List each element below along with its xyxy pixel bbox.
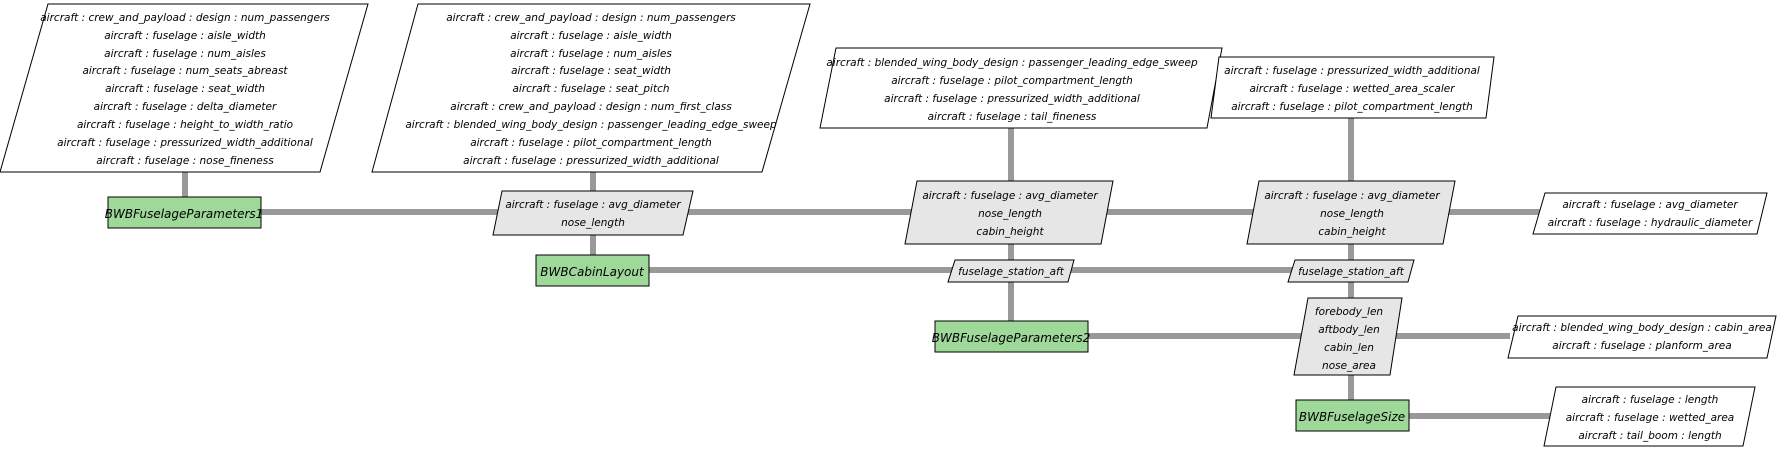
- input-line: aircraft : fuselage : delta_diameter: [94, 101, 277, 113]
- input-line: aircraft : fuselage : seat_width: [105, 83, 265, 95]
- output-size: aircraft : fuselage : length aircraft : …: [1543, 386, 1756, 447]
- coupling-line: fuselage_station_aft: [958, 266, 1065, 278]
- output-line: aircraft : fuselage : wetted_area: [1566, 412, 1735, 424]
- coupling-line: aftbody_len: [1318, 324, 1380, 336]
- coupling-line: fuselage_station_aft: [1298, 266, 1405, 278]
- input-line: aircraft : fuselage : pressurized_width_…: [57, 137, 313, 149]
- coupling-p1-out: aircraft : fuselage : avg_diameter nose_…: [492, 190, 694, 236]
- input-params2-lines: aircraft : blended_wing_body_design : pa…: [826, 57, 1198, 123]
- input-line: aircraft : fuselage : aisle_width: [104, 30, 266, 42]
- coupling-line: forebody_len: [1315, 306, 1383, 318]
- coupling-line: aircraft : fuselage : avg_diameter: [505, 199, 681, 211]
- coupling-line: nose_area: [1322, 360, 1376, 372]
- output-line: aircraft : fuselage : avg_diameter: [1562, 199, 1738, 211]
- input-line: aircraft : fuselage : pilot_compartment_…: [891, 75, 1133, 87]
- component-bwb-fuselage-size: BWBFuselageSize: [1295, 399, 1410, 432]
- coupling-line: aircraft : fuselage : avg_diameter: [922, 190, 1098, 202]
- coupling-line: nose_length: [978, 208, 1042, 220]
- input-line: aircraft : blended_wing_body_design : pa…: [826, 57, 1198, 69]
- input-line: aircraft : blended_wing_body_design : pa…: [405, 119, 777, 131]
- component-bwb-cabin-layout: BWBCabinLayout: [535, 254, 650, 287]
- output-line: aircraft : fuselage : planform_area: [1552, 340, 1731, 352]
- input-params1-lines: aircraft : crew_and_payload : design : n…: [40, 12, 330, 167]
- input-params2: aircraft : blended_wing_body_design : pa…: [819, 47, 1223, 129]
- coupling-line: cabin_height: [976, 226, 1044, 238]
- coupling-p2-to-size: forebody_len aftbody_len cabin_len nose_…: [1293, 297, 1403, 376]
- output-line: aircraft : fuselage : length: [1582, 394, 1719, 406]
- output-line: aircraft : fuselage : hydraulic_diameter: [1548, 217, 1753, 229]
- input-line: aircraft : fuselage : nose_fineness: [96, 155, 274, 167]
- input-line: aircraft : fuselage : pressurized_width_…: [463, 155, 719, 167]
- component-label: BWBCabinLayout: [540, 265, 645, 279]
- input-line: aircraft : fuselage : seat_pitch: [512, 83, 669, 95]
- input-line: aircraft : fuselage : pressurized_width_…: [1224, 65, 1480, 77]
- input-line: aircraft : fuselage : aisle_width: [510, 30, 672, 42]
- input-cabin-layout: aircraft : crew_and_payload : design : n…: [371, 3, 811, 173]
- input-size: aircraft : fuselage : pressurized_width_…: [1210, 56, 1495, 119]
- input-line: aircraft : crew_and_payload : design : n…: [450, 101, 732, 113]
- component-label: BWBFuselageParameters2: [932, 331, 1091, 345]
- component-label: BWBFuselageSize: [1299, 410, 1405, 424]
- coupling-p1-to-p2: aircraft : fuselage : avg_diameter nose_…: [904, 180, 1114, 245]
- input-line: aircraft : crew_and_payload : design : n…: [446, 12, 736, 24]
- coupling-cabin-to-size: fuselage_station_aft: [1287, 259, 1415, 283]
- input-line: aircraft : fuselage : pilot_compartment_…: [470, 137, 712, 149]
- input-line: aircraft : fuselage : num_aisles: [104, 48, 266, 60]
- input-line: aircraft : fuselage : height_to_width_ra…: [77, 119, 293, 131]
- output-params2: aircraft : blended_wing_body_design : ca…: [1507, 315, 1777, 359]
- coupling-p1-to-size: aircraft : fuselage : avg_diameter nose_…: [1246, 180, 1456, 245]
- output-line: aircraft : tail_boom : length: [1578, 430, 1721, 442]
- coupling-line: cabin_len: [1324, 342, 1374, 354]
- input-line: aircraft : fuselage : tail_fineness: [928, 111, 1097, 123]
- component-label: BWBFuselageParameters1: [105, 207, 264, 221]
- output-line: aircraft : blended_wing_body_design : ca…: [1512, 322, 1772, 334]
- output-params1: aircraft : fuselage : avg_diameter aircr…: [1532, 192, 1768, 235]
- input-cabin-layout-lines: aircraft : crew_and_payload : design : n…: [405, 12, 777, 167]
- input-line: aircraft : fuselage : pressurized_width_…: [884, 93, 1140, 105]
- coupling-line: nose_length: [561, 217, 625, 229]
- coupling-line: nose_length: [1320, 208, 1384, 220]
- coupling-line: aircraft : fuselage : avg_diameter: [1264, 190, 1440, 202]
- component-bwb-fuselage-parameters1: BWBFuselageParameters1: [105, 196, 264, 229]
- input-params1: aircraft : crew_and_payload : design : n…: [0, 3, 369, 173]
- component-bwb-fuselage-parameters2: BWBFuselageParameters2: [932, 320, 1091, 353]
- input-line: aircraft : fuselage : num_seats_abreast: [82, 65, 288, 77]
- coupling-line: cabin_height: [1318, 226, 1386, 238]
- input-line: aircraft : fuselage : pilot_compartment_…: [1231, 101, 1473, 113]
- input-line: aircraft : crew_and_payload : design : n…: [40, 12, 330, 24]
- input-line: aircraft : fuselage : seat_width: [511, 65, 671, 77]
- input-line: aircraft : fuselage : num_aisles: [510, 48, 672, 60]
- input-line: aircraft : fuselage : wetted_area_scaler: [1249, 83, 1455, 95]
- input-size-lines: aircraft : fuselage : pressurized_width_…: [1224, 65, 1480, 113]
- coupling-cabin-to-p2: fuselage_station_aft: [947, 259, 1075, 283]
